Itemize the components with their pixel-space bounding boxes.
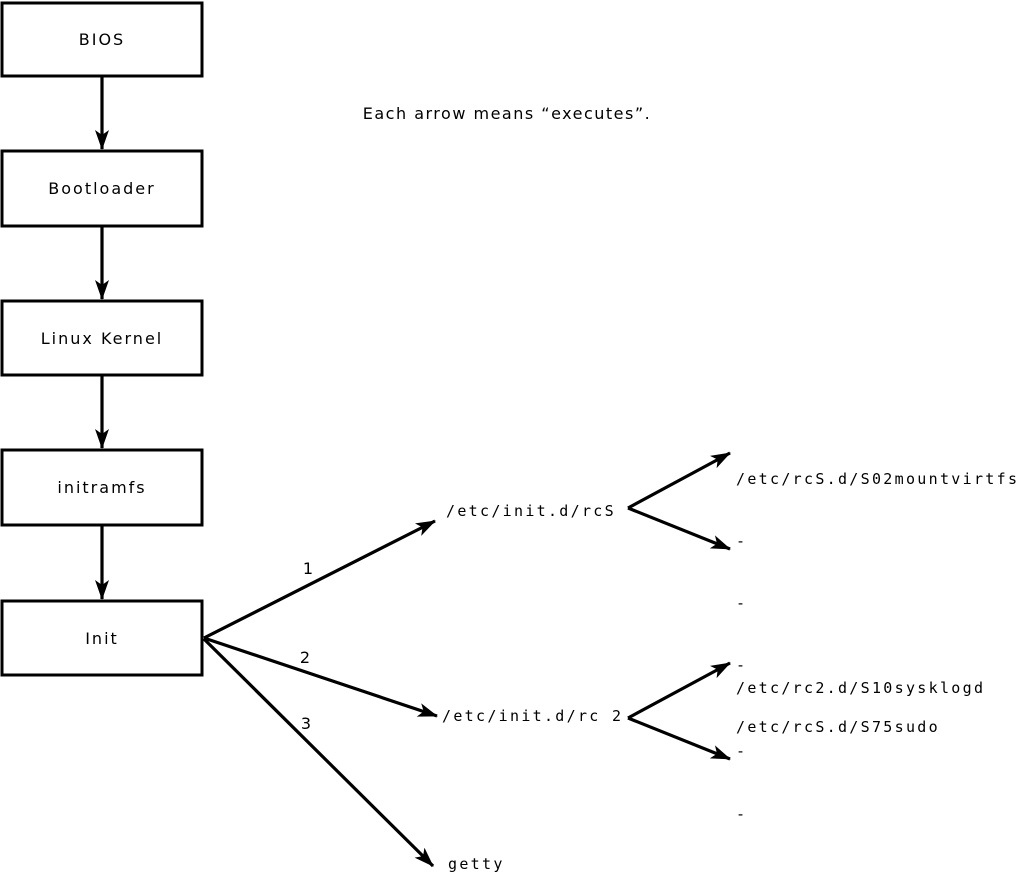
arrow-rcs-to-s75sudo bbox=[627, 506, 731, 551]
arrow-init-to-getty bbox=[202, 637, 435, 868]
node-rcs: /etc/init.d/rcS bbox=[446, 502, 616, 520]
branch-order-1: 1 bbox=[302, 559, 314, 578]
script-item-dash: - bbox=[736, 864, 985, 875]
arrow-rcs-to-s02mountvirtfs bbox=[627, 451, 731, 510]
script-item-dash: - bbox=[736, 805, 748, 823]
branch-order-2: 2 bbox=[299, 648, 311, 667]
node-label-bootloader: Bootloader bbox=[48, 179, 156, 198]
arrow-init-to-rc2 bbox=[203, 636, 438, 718]
node-label-bios: BIOS bbox=[78, 30, 126, 49]
node-box-init bbox=[0, 599, 204, 677]
rc2-script-list: /etc/rc2.d/S10sysklogd - - - /etc/rc2.d/… bbox=[736, 639, 985, 875]
node-label-linux-kernel: Linux Kernel bbox=[40, 328, 164, 348]
arrow-init-to-rcs bbox=[203, 519, 436, 640]
node-box-bios bbox=[0, 1, 204, 78]
node-box-bootloader bbox=[0, 149, 204, 228]
script-item-s75sudo: /etc/rcS.d/S75sudo bbox=[736, 718, 940, 736]
node-rc2: /etc/init.d/rc 2 bbox=[442, 707, 624, 725]
script-item-dash: - bbox=[736, 594, 748, 612]
node-label-init: Init bbox=[85, 628, 119, 648]
script-item-s10sysklogd: /etc/rc2.d/S10sysklogd bbox=[736, 679, 986, 697]
node-label-initramfs: initramfs bbox=[57, 478, 147, 497]
rcs-script-list: /etc/rcS.d/S02mountvirtfs - - - /etc/rcS… bbox=[736, 430, 1019, 776]
script-item-dash: - bbox=[736, 532, 748, 550]
script-item-dash: - bbox=[736, 742, 748, 760]
arrow-rc2-to-s10sysklogd bbox=[627, 661, 731, 720]
script-item-s02mountvirtfs: /etc/rcS.d/S02mountvirtfs bbox=[736, 470, 1020, 488]
node-box-initramfs bbox=[0, 448, 204, 527]
legend-note: Each arrow means “executes”. bbox=[362, 104, 652, 123]
branch-order-3: 3 bbox=[300, 714, 312, 733]
script-item-dash: - bbox=[736, 656, 748, 674]
node-getty: getty bbox=[448, 855, 505, 873]
arrow-rc2-to-s99gdm bbox=[627, 716, 731, 761]
